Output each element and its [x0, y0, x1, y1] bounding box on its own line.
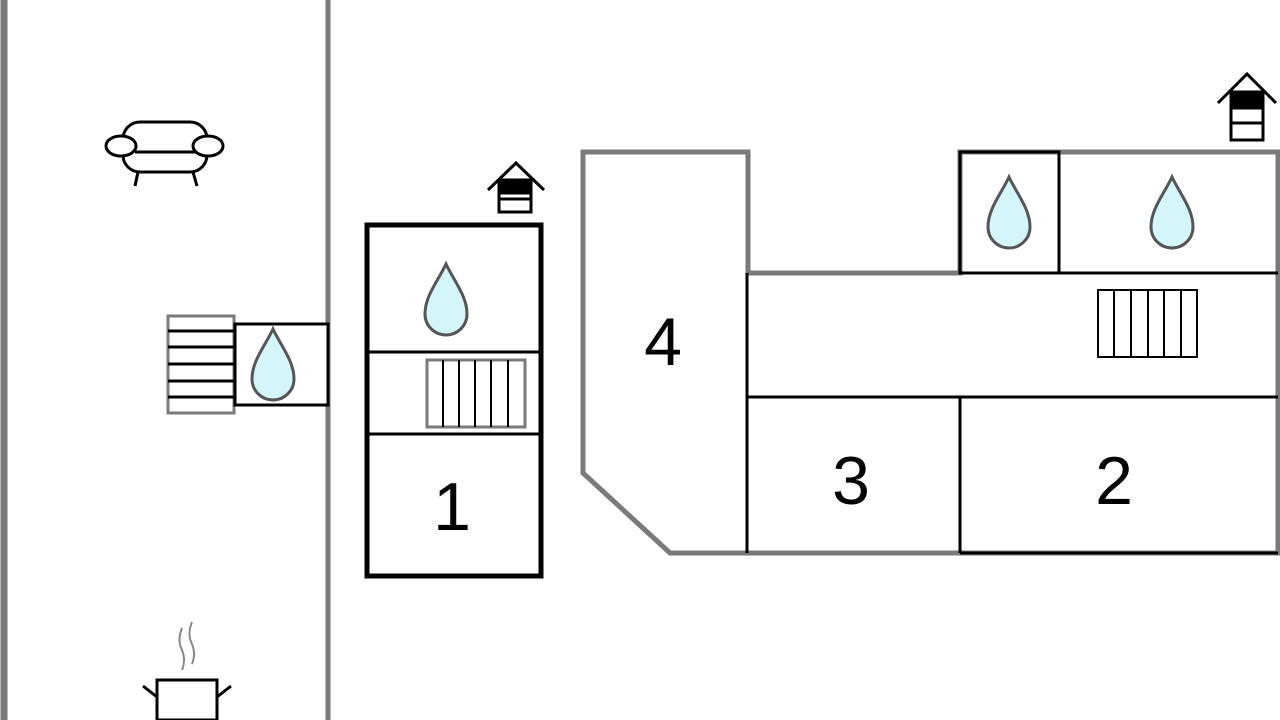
house-icon — [1216, 71, 1278, 142]
sofa-icon — [104, 120, 225, 187]
stairs-icon — [1097, 289, 1198, 358]
house-icon — [486, 160, 546, 214]
room-label-2: 2 — [1095, 443, 1133, 519]
room-label-4: 4 — [644, 304, 682, 380]
cooking-pot-icon — [142, 621, 232, 720]
room-label-1: 1 — [433, 469, 471, 545]
stairs-icon — [166, 314, 236, 415]
room-label-3: 3 — [832, 443, 870, 519]
stairs-icon — [425, 358, 527, 429]
building-2 — [580, 149, 1280, 556]
